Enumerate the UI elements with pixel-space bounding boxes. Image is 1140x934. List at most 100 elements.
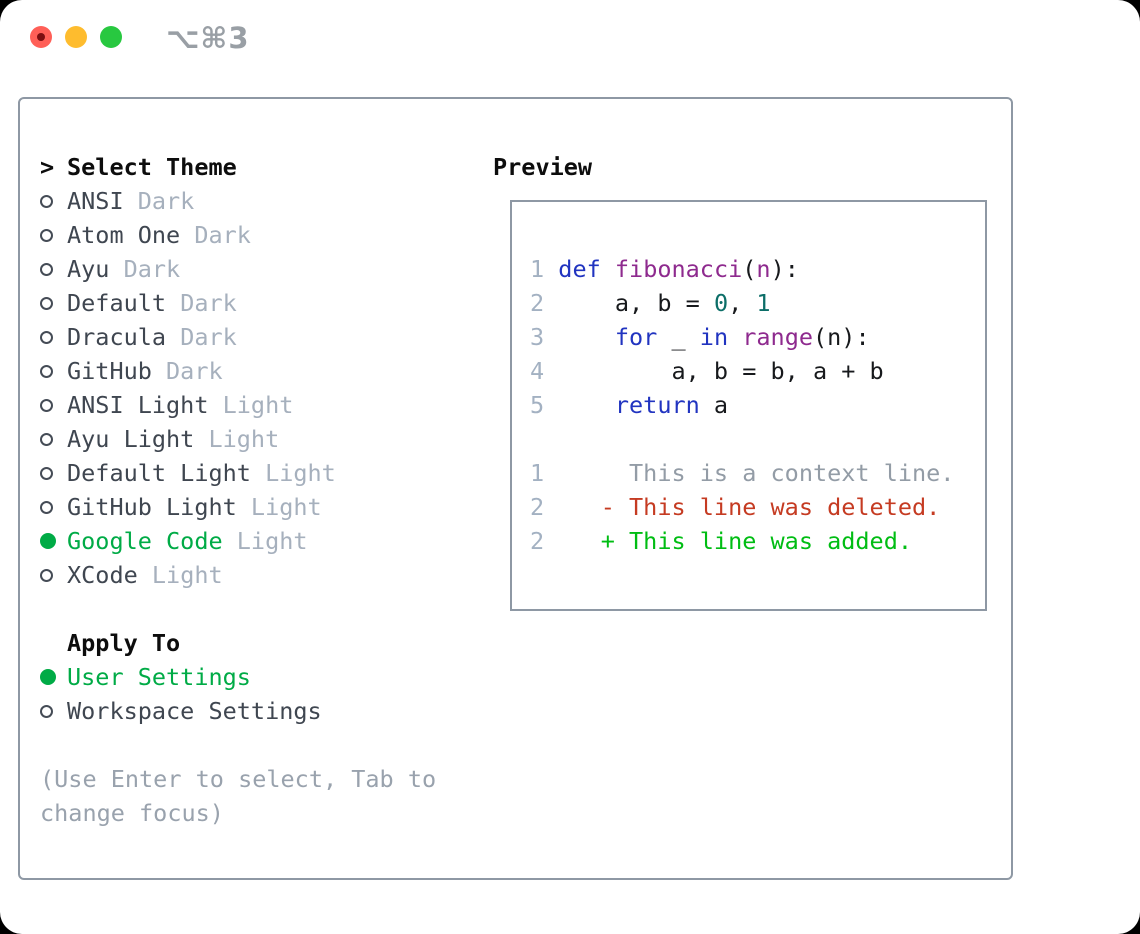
theme-option-default-light[interactable]: Default Light Light	[40, 456, 336, 490]
code-token-kw: def	[558, 255, 601, 283]
radio-icon	[40, 466, 53, 480]
code-token-pl: a, b = b, a + b	[558, 357, 884, 385]
theme-name: ANSI Light	[67, 391, 209, 419]
theme-option-atom-one[interactable]: Atom One Dark	[40, 218, 336, 252]
theme-variant: Dark	[109, 255, 181, 283]
theme-option-dracula[interactable]: Dracula Dark	[40, 320, 336, 354]
apply-option-label: User Settings	[67, 663, 251, 691]
code-token-nm: 1	[756, 289, 771, 317]
code-token-pl: (	[742, 255, 757, 283]
code-token-ln: 2	[530, 493, 559, 521]
code-token-pl	[601, 255, 615, 283]
code-token-fn: range	[742, 323, 813, 351]
code-token-pl: ):	[770, 255, 799, 283]
theme-variant: Light	[222, 527, 308, 555]
radio-selected-icon	[40, 533, 56, 549]
theme-variant: Light	[208, 391, 294, 419]
code-token-ctx: This is a context line.	[558, 459, 955, 487]
radio-icon	[40, 262, 53, 276]
radio-icon	[40, 194, 53, 208]
theme-variant: Dark	[166, 323, 237, 351]
theme-option-ansi-light[interactable]: ANSI Light Light	[40, 388, 336, 422]
code-line: 2 + This line was added.	[530, 524, 975, 558]
radio-icon	[40, 500, 53, 514]
theme-name: Default Light	[67, 459, 251, 487]
code-token-ln: 1	[530, 459, 559, 487]
minimize-button[interactable]	[65, 26, 87, 48]
theme-variant: Light	[236, 493, 322, 521]
code-token-pl: a, b =	[558, 289, 714, 317]
preview-header: Preview	[493, 150, 592, 184]
code-line: 4 a, b = b, a + b	[530, 354, 975, 388]
theme-variant: Dark	[123, 187, 195, 215]
apply-to-title: Apply To	[67, 629, 181, 657]
theme-option-default[interactable]: Default Dark	[40, 286, 336, 320]
apply-option-user-settings[interactable]: User Settings	[40, 660, 336, 694]
theme-option-google-code[interactable]: Google Code Light	[40, 524, 336, 558]
code-token-nm: 0	[713, 289, 729, 317]
theme-name: ANSI	[67, 187, 124, 215]
theme-variant: Dark	[166, 289, 237, 317]
code-token-pl	[558, 391, 615, 419]
theme-name: Default	[67, 289, 167, 317]
theme-name: XCode	[67, 561, 138, 589]
code-token-ln: 2	[530, 527, 559, 555]
theme-name: Atom One	[67, 221, 181, 249]
theme-variant: Light	[137, 561, 223, 589]
radio-icon	[40, 432, 53, 446]
code-token-kw: return	[614, 391, 700, 419]
radio-selected-icon	[40, 669, 56, 685]
theme-name: Ayu Light	[67, 425, 195, 453]
radio-icon	[40, 704, 53, 718]
code-token-ln: 2	[530, 289, 559, 317]
theme-variant: Light	[194, 425, 280, 453]
code-token-ln: 4	[530, 357, 559, 385]
code-token-pm: n	[756, 255, 771, 283]
code-token-ln: 1	[530, 255, 559, 283]
theme-name: Ayu	[67, 255, 110, 283]
theme-option-ansi[interactable]: ANSI Dark	[40, 184, 336, 218]
close-button[interactable]	[30, 26, 52, 48]
theme-option-github[interactable]: GitHub Dark	[40, 354, 336, 388]
theme-option-xcode[interactable]: XCode Light	[40, 558, 336, 592]
radio-icon	[40, 228, 53, 242]
apply-option-workspace-settings[interactable]: Workspace Settings	[40, 694, 336, 728]
code-line: 1 def fibonacci(n):	[530, 252, 975, 286]
code-token-pl	[558, 323, 615, 351]
apply-to-header: Apply To	[40, 626, 336, 660]
theme-name: GitHub Light	[67, 493, 237, 521]
code-token-pl: ,	[728, 289, 757, 317]
titlebar: ⌥⌘3	[0, 0, 1140, 75]
code-line: 1 This is a context line.	[530, 456, 975, 490]
theme-option-ayu[interactable]: Ayu Dark	[40, 252, 336, 286]
select-theme-header: > Select Theme	[40, 150, 336, 184]
code-line: 2 - This line was deleted.	[530, 490, 975, 524]
window-title: ⌥⌘3	[166, 21, 250, 55]
apply-option-label: Workspace Settings	[67, 697, 322, 725]
code-line: 5 return a	[530, 388, 975, 422]
theme-option-ayu-light[interactable]: Ayu Light Light	[40, 422, 336, 456]
code-token-ln: 5	[530, 391, 559, 419]
theme-variant: Light	[250, 459, 336, 487]
code-line: 3 for _ in range(n):	[530, 320, 975, 354]
zoom-button[interactable]	[100, 26, 122, 48]
code-token-ln: 3	[530, 323, 559, 351]
code-token-pl: _	[657, 323, 700, 351]
code-token-fn: fibonacci	[614, 255, 743, 283]
theme-name: Google Code	[67, 527, 223, 555]
radio-icon	[40, 568, 53, 582]
theme-variant: Dark	[151, 357, 223, 385]
theme-option-github-light[interactable]: GitHub Light Light	[40, 490, 336, 524]
code-token-pl	[728, 323, 742, 351]
radio-icon	[40, 330, 53, 344]
code-token-pl: (n):	[813, 323, 870, 351]
radio-icon	[40, 398, 53, 412]
theme-name: GitHub	[67, 357, 152, 385]
code-token-add: + This line was added.	[558, 527, 913, 555]
